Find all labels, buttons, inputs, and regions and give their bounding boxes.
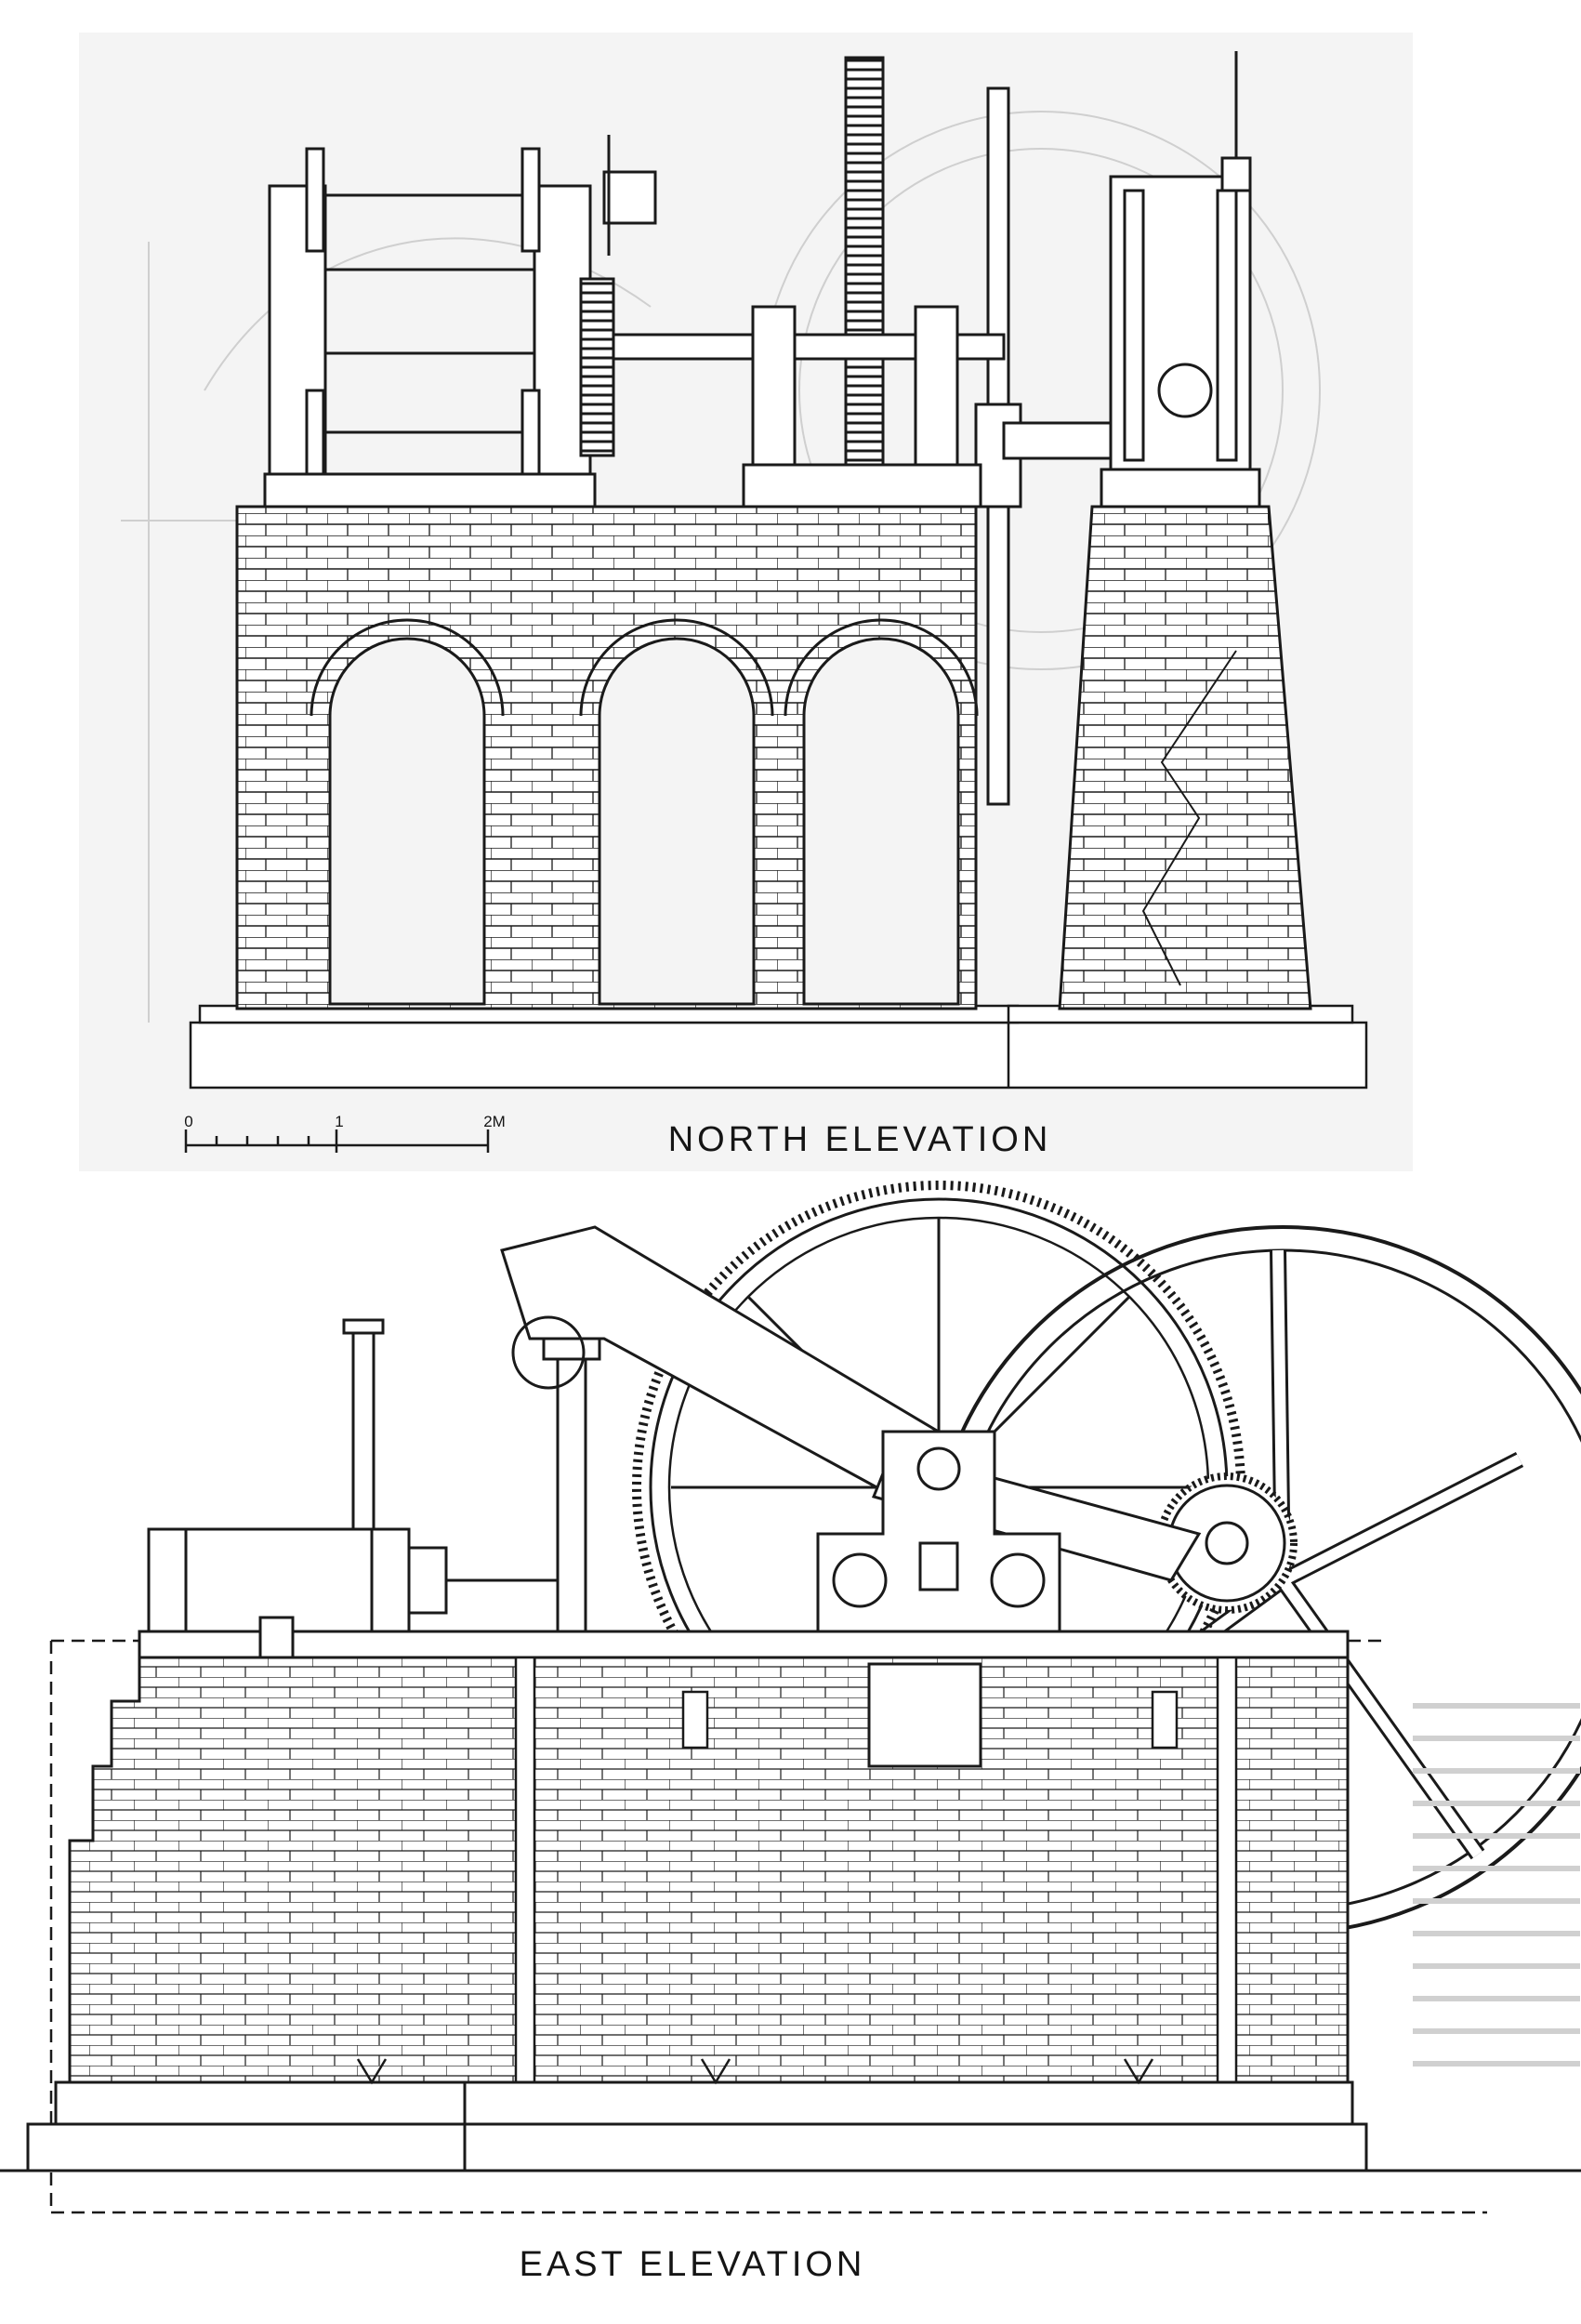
north-winding-drum xyxy=(263,135,657,508)
east-page-bleed xyxy=(1413,1703,1580,2067)
east-bearing-housing xyxy=(816,1430,1061,1638)
east-platform xyxy=(138,1630,1350,1659)
north-tapered-pier xyxy=(1058,505,1312,1010)
north-elevation-title: NORTH ELEVATION xyxy=(668,1120,1052,1159)
east-elevation-title: EAST ELEVATION xyxy=(520,2245,866,2284)
east-pinion xyxy=(1156,1472,1298,1614)
east-brick-foundation xyxy=(68,1656,1350,2087)
north-governor-column xyxy=(1100,51,1261,508)
scale-bar xyxy=(184,1129,490,1153)
north-brick-arcade xyxy=(235,505,979,1010)
east-foundation-outline xyxy=(49,1639,1487,2214)
scale-label-1: 1 xyxy=(335,1113,343,1130)
east-column xyxy=(511,1315,601,1643)
north-elevation xyxy=(79,33,1413,1171)
east-anchor-marks xyxy=(356,2058,1154,2085)
east-elevation xyxy=(0,1181,1581,2214)
scale-label-2m: 2M xyxy=(483,1113,506,1130)
arch-openings xyxy=(310,618,979,1006)
east-base-steps xyxy=(0,2080,1581,2172)
north-plinth xyxy=(189,1004,1368,1089)
north-drive-shaft xyxy=(612,305,1126,508)
east-cylinder xyxy=(147,1527,558,1633)
north-spur-gear xyxy=(844,56,885,469)
scale-label-0: 0 xyxy=(184,1113,192,1130)
